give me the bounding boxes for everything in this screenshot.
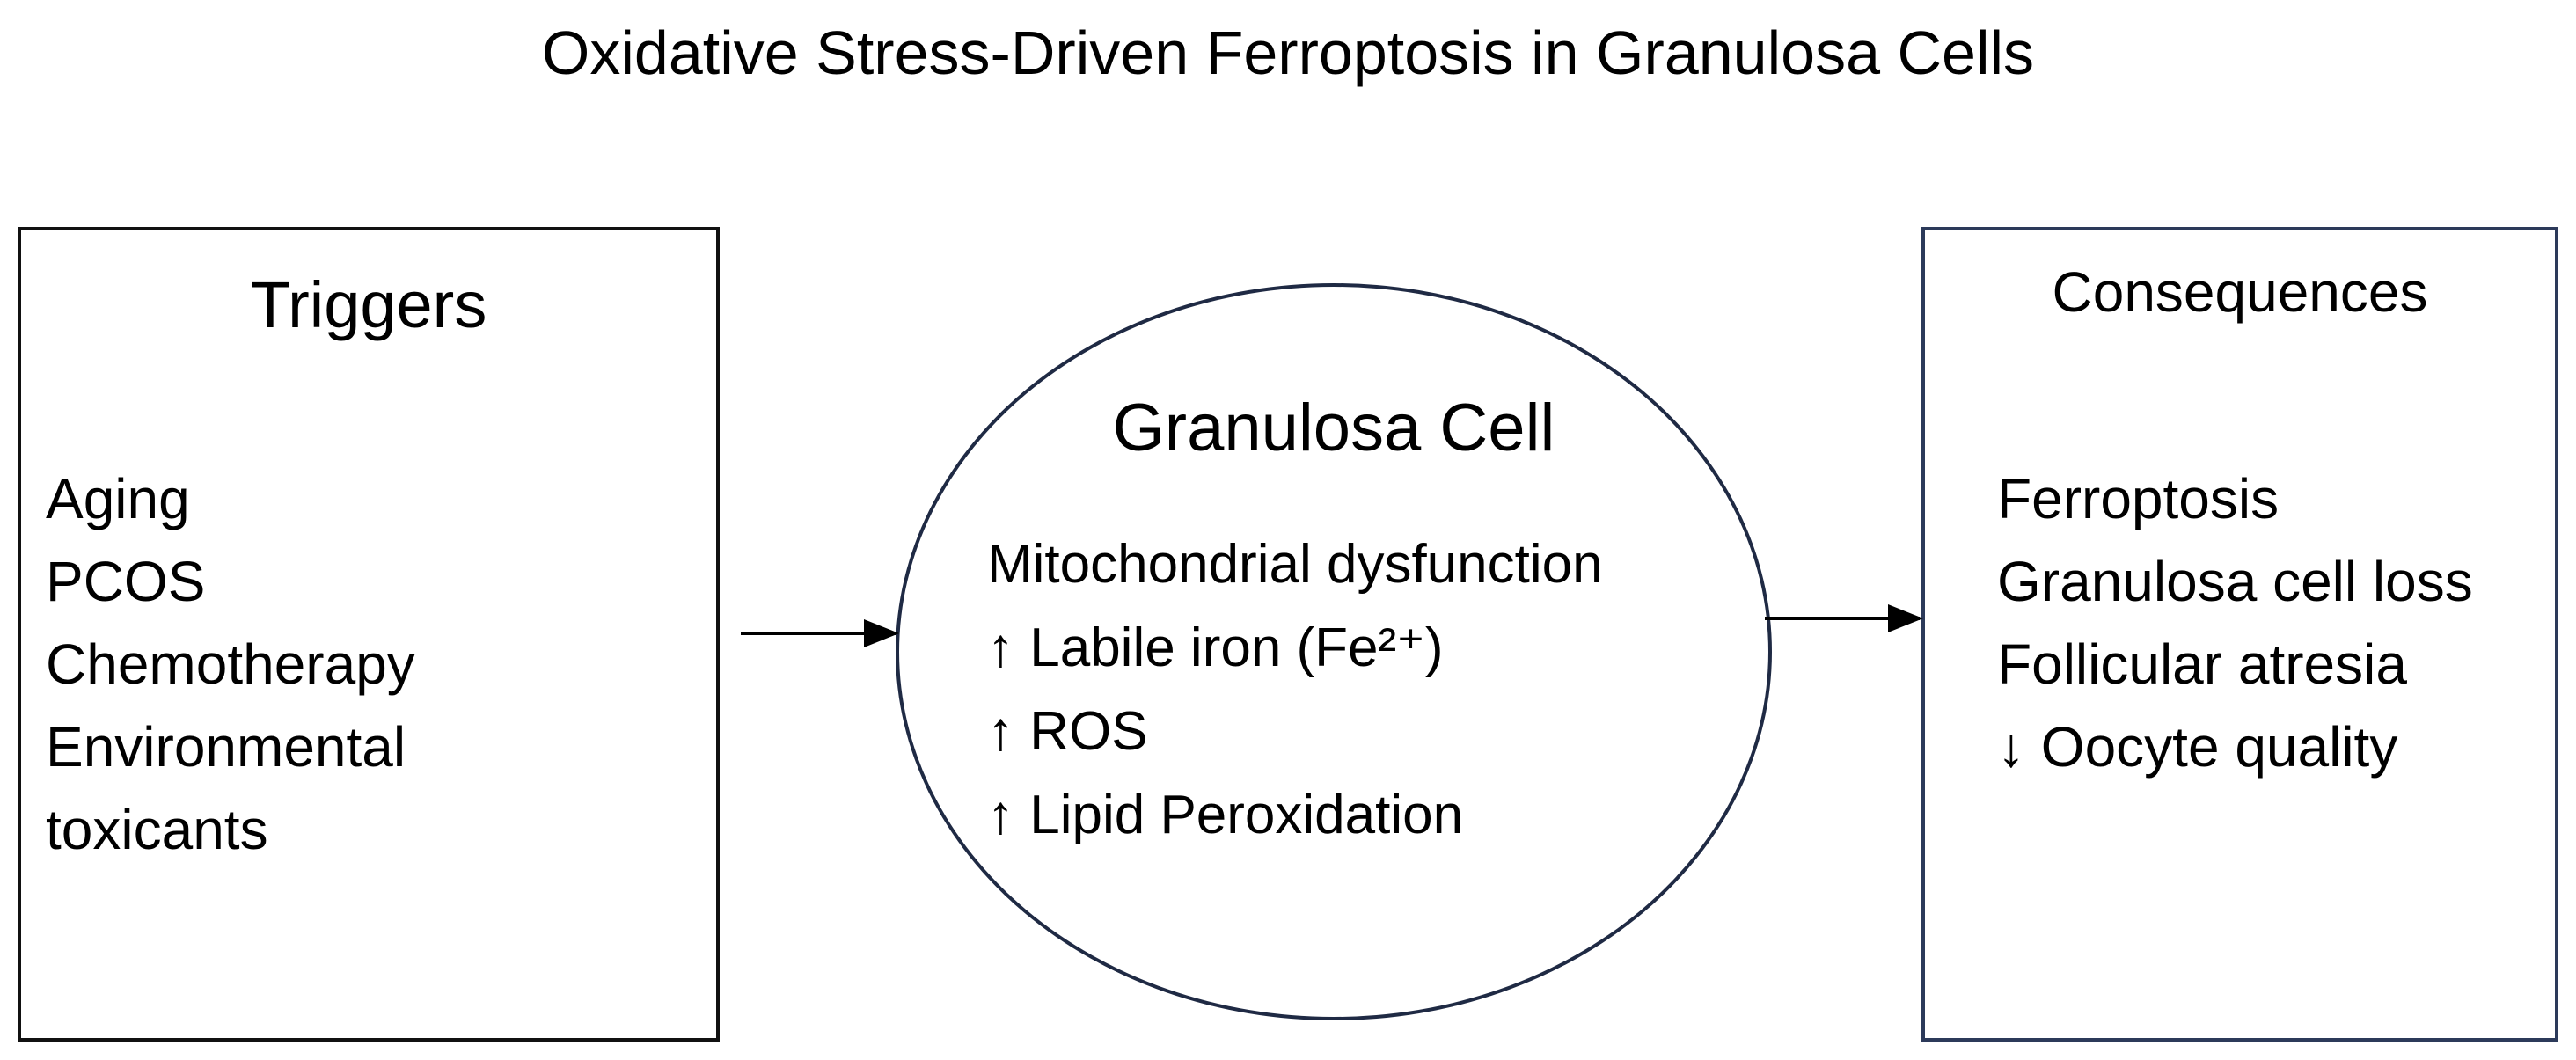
consequences-list: Ferroptosis Granulosa cell loss Follicul…	[1997, 457, 2473, 788]
consequence-item: Follicular atresia	[1997, 632, 2407, 696]
granulosa-cell-list: Mitochondrial dysfunction ↑ Labile iron …	[987, 523, 1603, 857]
consequence-item: ↓ Oocyte quality	[1997, 715, 2398, 779]
triggers-heading: Triggers	[250, 268, 487, 341]
consequences-heading: Consequences	[2052, 260, 2428, 324]
trigger-item: Aging	[46, 467, 190, 530]
granulosa-cell-ellipse: Granulosa Cell Mitochondrial dysfunction…	[896, 283, 1772, 1020]
trigger-item: toxicants	[46, 798, 268, 861]
consequence-item: Granulosa cell loss	[1997, 550, 2473, 613]
trigger-item: Environmental	[46, 715, 406, 779]
cell-item: ↑ Lipid Peroxidation	[987, 785, 1464, 845]
granulosa-cell-heading: Granulosa Cell	[1112, 391, 1555, 465]
trigger-item: PCOS	[46, 550, 206, 613]
trigger-item: Chemotherapy	[46, 632, 415, 696]
triggers-list: Aging PCOS Chemotherapy Environmental to…	[46, 457, 415, 871]
consequences-box: Consequences Ferroptosis Granulosa cell …	[1921, 227, 2558, 1042]
cell-item: ↑ ROS	[987, 701, 1148, 762]
cell-item: Mitochondrial dysfunction	[987, 534, 1603, 595]
consequence-item: Ferroptosis	[1997, 467, 2280, 530]
diagram-title: Oxidative Stress-Driven Ferroptosis in G…	[541, 18, 2035, 87]
cell-item: ↑ Labile iron (Fe²⁺)	[987, 618, 1444, 678]
triggers-box: Triggers Aging PCOS Chemotherapy Environ…	[18, 227, 720, 1042]
